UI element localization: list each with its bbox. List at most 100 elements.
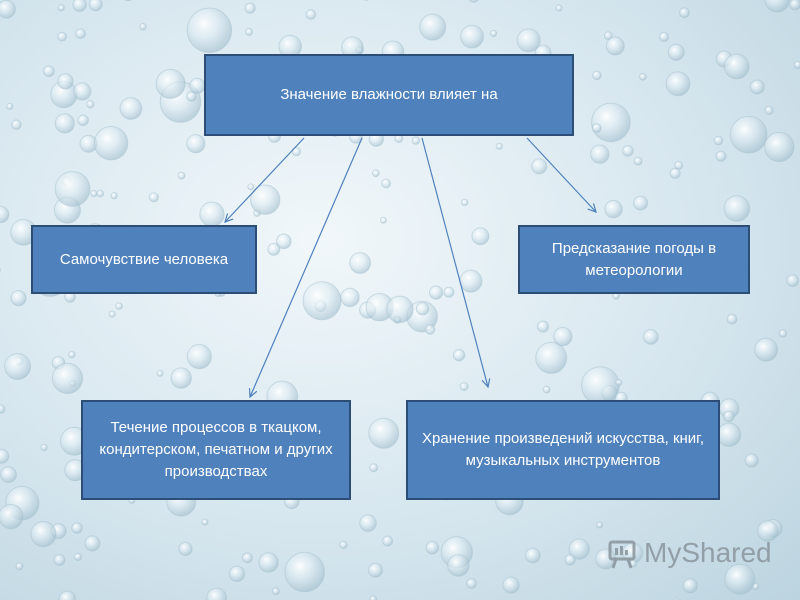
water-drop	[42, 65, 55, 78]
water-drop	[242, 552, 253, 564]
water-drop	[729, 115, 768, 154]
water-drop	[592, 70, 602, 81]
water-drop	[139, 23, 147, 31]
water-drop	[189, 77, 206, 94]
water-drop	[272, 587, 280, 596]
water-drop	[682, 578, 698, 594]
node-forecast: Предсказание погоды в метеорологии	[518, 225, 750, 294]
water-drop	[744, 453, 759, 468]
water-drop	[90, 190, 98, 198]
water-drop	[0, 504, 24, 530]
water-drop	[305, 9, 317, 20]
water-drop	[723, 410, 735, 423]
water-drop	[591, 123, 602, 133]
water-drop	[156, 369, 164, 377]
water-drop	[778, 329, 788, 338]
water-drop	[276, 233, 292, 250]
water-drop	[553, 326, 573, 347]
water-drop	[764, 131, 795, 163]
water-drop	[531, 158, 548, 175]
water-drop	[386, 295, 414, 323]
water-drop	[471, 227, 490, 246]
water-drop	[86, 100, 95, 109]
water-drop	[757, 520, 779, 542]
water-drop	[466, 578, 477, 589]
water-drop	[201, 518, 209, 526]
water-drop	[250, 184, 281, 215]
water-drop	[54, 171, 91, 207]
water-drop	[669, 167, 681, 179]
water-drop	[0, 205, 10, 224]
water-drop	[4, 353, 32, 380]
node-storage: Хранение произведений искусства, книг, м…	[406, 400, 720, 500]
water-drop	[177, 171, 186, 180]
watermark: MyShared	[606, 536, 772, 570]
water-drop	[381, 178, 392, 189]
water-drop	[72, 0, 87, 12]
water-drop	[764, 105, 774, 116]
water-drop	[124, 0, 132, 2]
water-drop	[110, 192, 118, 200]
water-drop	[206, 587, 227, 600]
water-drop	[0, 404, 6, 414]
node-health-label: Самочувствие человека	[59, 250, 229, 268]
water-drop	[424, 324, 436, 335]
water-drop	[749, 79, 765, 95]
water-drop	[419, 13, 447, 41]
water-drop	[793, 60, 800, 70]
water-drop	[723, 195, 751, 222]
node-storage-label: Хранение произведений искусства, книг, м…	[422, 430, 704, 469]
water-drop	[428, 285, 444, 300]
water-drop	[349, 252, 372, 274]
water-drop	[667, 43, 685, 61]
water-drop	[536, 320, 550, 333]
water-drop	[57, 4, 65, 12]
water-drop	[58, 590, 77, 600]
water-drop	[258, 552, 279, 573]
water-drop	[665, 71, 691, 97]
water-drop	[371, 169, 380, 178]
water-drop	[115, 302, 123, 310]
water-drop	[0, 466, 17, 484]
water-drop	[590, 144, 610, 164]
water-drop	[368, 417, 400, 449]
water-drop	[155, 68, 186, 99]
water-drop	[57, 73, 74, 90]
water-drop	[96, 189, 105, 198]
water-drop	[786, 274, 800, 288]
water-drop	[170, 367, 192, 389]
water-drop	[73, 552, 83, 562]
water-drop	[108, 310, 116, 318]
water-drop	[568, 538, 590, 560]
water-drop	[186, 7, 233, 53]
water-drop	[639, 72, 647, 81]
water-drop	[726, 313, 738, 325]
water-drop	[443, 286, 455, 298]
water-drop	[633, 195, 649, 211]
water-drop	[461, 198, 469, 207]
root-node: Значение влажности влияет на	[204, 54, 574, 136]
water-drop	[524, 547, 541, 564]
water-drop	[88, 0, 103, 12]
water-drop	[382, 535, 394, 547]
water-drop	[178, 541, 193, 557]
water-drop	[633, 156, 643, 166]
water-drop	[622, 145, 634, 157]
water-drop	[15, 562, 24, 571]
water-drop	[715, 150, 727, 162]
water-drop	[495, 142, 503, 150]
water-drop	[368, 562, 383, 578]
node-health: Самочувствие человека	[31, 225, 257, 294]
water-drop	[77, 114, 89, 127]
water-drop	[68, 350, 76, 359]
water-drop	[674, 160, 684, 170]
water-drop	[10, 290, 27, 307]
water-drop	[542, 385, 551, 394]
water-drop	[57, 31, 67, 42]
water-drop	[591, 102, 631, 143]
node-production-label: Течение процессов в ткацком, кондитерско…	[99, 419, 333, 480]
water-drop	[6, 102, 14, 111]
water-drop	[679, 7, 690, 19]
water-drop	[502, 576, 520, 594]
water-drop	[340, 287, 360, 308]
